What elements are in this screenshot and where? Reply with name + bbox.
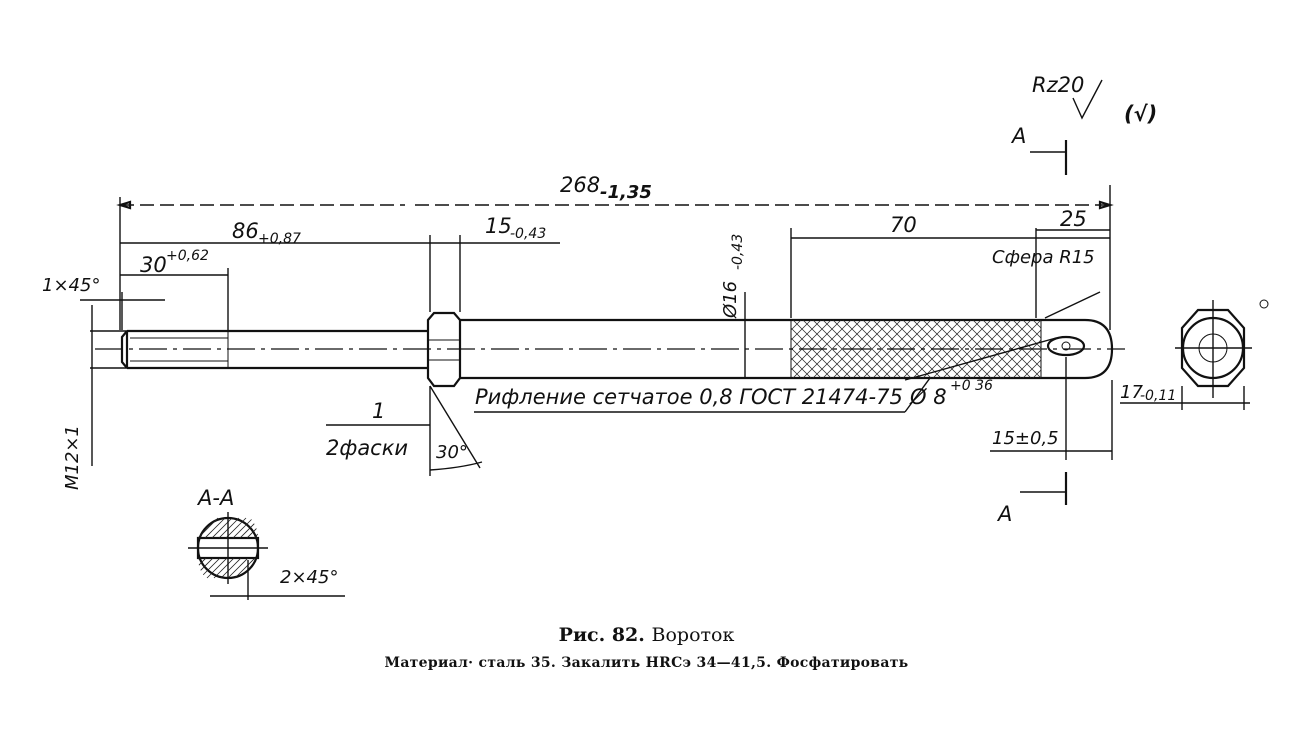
sphere-label: Сфера R15 <box>992 247 1095 268</box>
figure-title: Вороток <box>651 624 735 646</box>
knurl-line <box>790 347 822 379</box>
knurl-line <box>1002 339 1042 379</box>
hex-size-value: 17 <box>1120 382 1143 403</box>
knurl-pattern <box>790 319 1042 379</box>
section-view-title: A-A <box>196 486 234 510</box>
material-note: Материал· сталь 35. Закалить HRCэ 34—41,… <box>384 655 909 671</box>
figure-caption: Рис. 82. Вороток <box>0 624 1293 646</box>
section-label-bottom: A <box>996 502 1012 526</box>
chamfer-count-bottom: 2фаски <box>326 436 408 460</box>
hole-diam-tol: +0 36 <box>950 378 993 394</box>
thread-len-value: 30 <box>140 253 167 277</box>
knurl-line <box>790 319 802 331</box>
length-86-value: 86 <box>232 219 259 243</box>
hatch-line <box>198 517 226 579</box>
knurl-line <box>802 319 862 379</box>
knurl-note: Рифление сетчатое 0,8 ГОСТ 21474-75 <box>475 385 903 409</box>
figure-number: Рис. 82. <box>558 624 645 646</box>
knurl-line <box>1032 319 1042 329</box>
length-86-tol: +0,87 <box>258 231 301 247</box>
roughness-rest-label: (√) <box>1124 102 1157 126</box>
knurl-line <box>790 319 822 351</box>
knurl-line <box>1012 349 1042 379</box>
knurl-line <box>790 319 812 341</box>
hole-diam-value: Ø 8 <box>909 385 947 409</box>
thread-label: M12×1 <box>62 425 83 490</box>
chamfer-label: 1×45° <box>42 275 100 296</box>
knurl-line <box>1022 359 1042 379</box>
knurl-line <box>992 319 1042 369</box>
knurl-line <box>1032 369 1042 379</box>
collar-width-tol: -0,43 <box>510 226 546 242</box>
hex-size-tol: -0,11 <box>1140 388 1176 404</box>
knurl-line <box>812 319 872 379</box>
knurl-len-value: 70 <box>890 213 917 237</box>
angle-label: 30° <box>436 442 468 463</box>
knurl-line <box>790 319 832 361</box>
knurl-line <box>1022 319 1042 339</box>
knurl-line <box>932 319 992 379</box>
knurl-line <box>790 319 842 371</box>
chamfer-count-top: 1 <box>372 399 385 423</box>
section-chamfer-label: 2×45° <box>280 567 338 588</box>
section-label-top: A <box>1010 124 1026 148</box>
knurl-line <box>942 319 1002 379</box>
knurl-line <box>852 319 912 379</box>
knurl-line <box>992 329 1042 379</box>
diameter-tol: -0,43 <box>730 234 746 270</box>
dimension-lines <box>80 140 1114 505</box>
knurl-line <box>842 319 902 379</box>
hex-end-view <box>1120 299 1269 410</box>
knurl-line <box>790 367 802 379</box>
diameter-value: Ø16 <box>720 281 741 319</box>
hole-pos-value: 15±0,5 <box>992 428 1059 449</box>
roughness-symbol <box>1072 79 1103 120</box>
overall-length-tol: -1,35 <box>600 182 652 203</box>
section-view <box>188 512 345 600</box>
knurl-line <box>790 337 832 379</box>
shaft-body <box>120 311 1114 388</box>
hatch-line <box>234 517 258 579</box>
hatch-line <box>227 517 258 579</box>
collar-width-value: 15 <box>485 214 512 238</box>
hatch-line <box>198 517 219 579</box>
thread-len-tol: +0,62 <box>166 248 209 264</box>
knurl-line <box>790 327 842 379</box>
roughness-label: Rz20 <box>1032 73 1084 97</box>
knurl-line <box>790 357 812 379</box>
knurl-line <box>1002 319 1042 359</box>
overall-length-value: 268 <box>560 173 600 197</box>
end-len-value: 25 <box>1060 207 1087 231</box>
